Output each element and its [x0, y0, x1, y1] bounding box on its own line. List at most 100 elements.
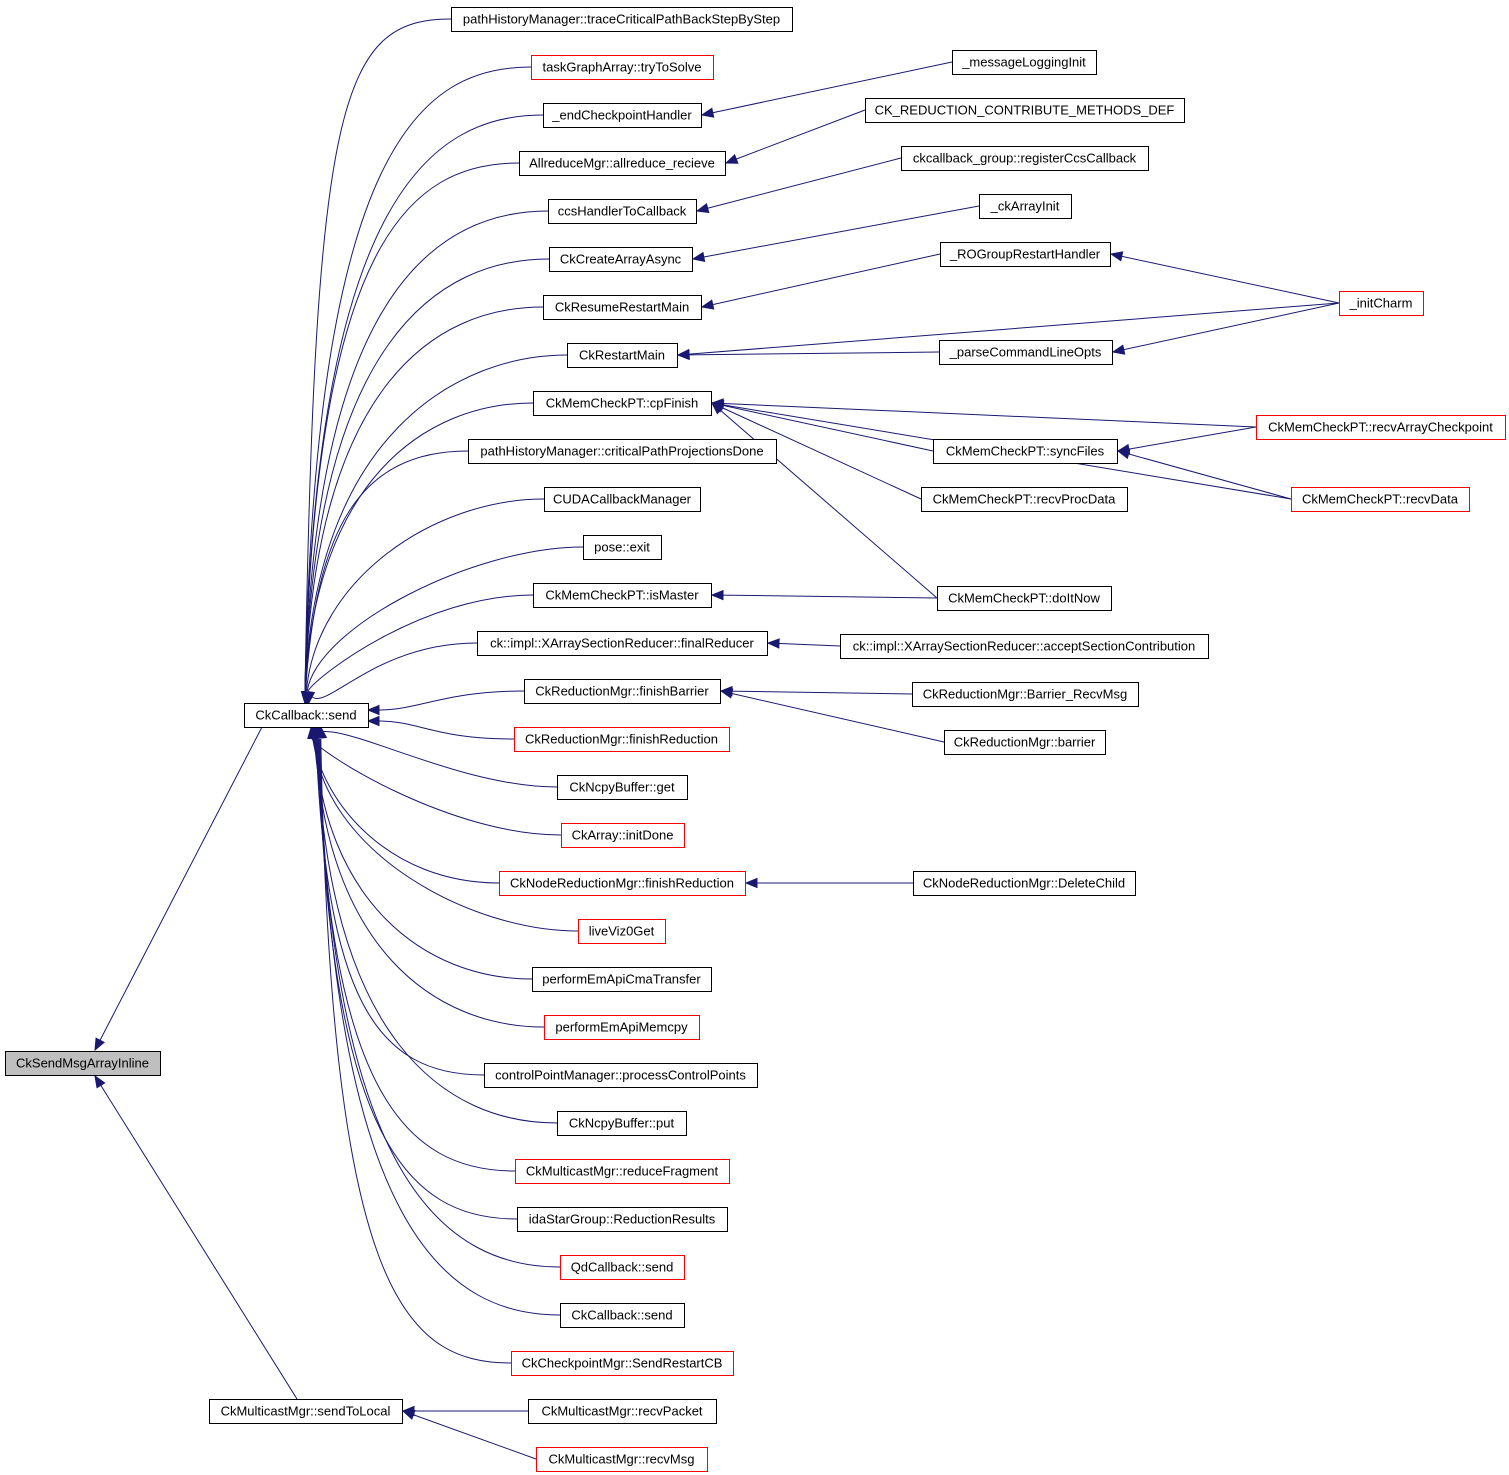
graph-node[interactable]: _parseCommandLineOpts — [939, 340, 1113, 365]
graph-node[interactable]: CkReductionMgr::Barrier_RecvMsg — [912, 682, 1139, 707]
graph-node[interactable]: CkMemCheckPT::isMaster — [533, 583, 712, 608]
graph-node[interactable]: CkReductionMgr::finishBarrier — [524, 679, 721, 704]
graph-node[interactable]: QdCallback::send — [560, 1255, 685, 1280]
node-box — [514, 727, 730, 752]
graph-node[interactable]: CkCallback::send — [560, 1303, 685, 1328]
arrowhead-icon — [401, 1409, 416, 1420]
nodes-layer: CkSendMsgArrayInlineCkCallback::sendCkMu… — [5, 7, 1506, 1472]
node-label: CkNcpyBuffer::put — [569, 1116, 675, 1131]
node-label: idaStarGroup::ReductionResults — [529, 1212, 716, 1227]
graph-node[interactable]: CkReductionMgr::finishReduction — [514, 727, 730, 752]
graph-node[interactable]: CkMulticastMgr::reduceFragment — [515, 1159, 730, 1184]
graph-node[interactable]: CkMemCheckPT::cpFinish — [533, 391, 712, 416]
graph-node[interactable]: CkCreateArrayAsync — [549, 247, 693, 272]
graph-node[interactable]: ck::impl::XArraySectionReducer::acceptSe… — [840, 634, 1209, 659]
graph-node[interactable]: controlPointManager::processControlPoint… — [484, 1063, 758, 1088]
node-box — [209, 1399, 403, 1424]
node-label: CkSendMsgArrayInline — [16, 1056, 149, 1071]
arrowhead-icon — [700, 107, 715, 118]
node-box — [451, 7, 793, 32]
graph-node[interactable]: pathHistoryManager::traceCriticalPathBac… — [451, 7, 793, 32]
graph-node[interactable]: CkRestartMain — [567, 343, 678, 368]
graph-node[interactable]: CkMemCheckPT::recvData — [1291, 487, 1470, 512]
edges-layer — [94, 18, 1340, 1460]
graph-node[interactable]: CkReductionMgr::barrier — [944, 730, 1106, 755]
node-box — [1291, 487, 1470, 512]
graph-node[interactable]: CkNcpyBuffer::put — [557, 1111, 687, 1136]
edge-finishReduction-to-cbsend — [377, 720, 515, 740]
arrowhead-icon — [691, 251, 706, 263]
arrowhead-icon — [724, 154, 739, 164]
graph-node[interactable]: _initCharm — [1339, 291, 1424, 316]
node-label: ck::impl::XArraySectionReducer::finalRed… — [490, 636, 754, 651]
node-box — [528, 1399, 717, 1424]
graph-node[interactable]: _endCheckpointHandler — [543, 103, 702, 128]
graph-node[interactable]: CkCallback::send — [244, 703, 369, 728]
graph-node[interactable]: _messageLoggingInit — [952, 50, 1097, 75]
graph-node[interactable]: ckcallback_group::registerCcsCallback — [901, 146, 1149, 171]
graph-node[interactable]: CkCheckpointMgr::SendRestartCB — [511, 1351, 734, 1376]
graph-node[interactable]: CkArray::initDone — [561, 823, 685, 848]
graph-node[interactable]: CkNcpyBuffer::get — [557, 775, 688, 800]
arrowhead-icon — [695, 203, 710, 214]
edge-nodeFinishRed-to-cbsend — [312, 738, 500, 884]
node-label: CkNodeReductionMgr::DeleteChild — [923, 876, 1125, 891]
node-box — [244, 703, 369, 728]
arrowhead-icon — [94, 1074, 106, 1089]
edge-doItNow-to-cpFinish — [711, 402, 938, 599]
edge-tga_try-to-cbsend — [304, 66, 532, 692]
graph-node[interactable]: taskGraphArray::tryToSolve — [531, 55, 714, 80]
edge-restartMain-to-cbsend — [304, 354, 568, 692]
node-label: CkNcpyBuffer::get — [569, 780, 675, 795]
graph-node[interactable]: _ROGroupRestartHandler — [940, 242, 1111, 267]
graph-node[interactable]: CkNodeReductionMgr::DeleteChild — [913, 871, 1136, 896]
node-label: CkReductionMgr::finishBarrier — [535, 684, 709, 699]
edge-regCcs-to-ccsHandler — [696, 157, 902, 212]
edge-finalReducer-to-cbsend — [308, 642, 478, 699]
graph-node[interactable]: CkResumeRestartMain — [543, 295, 702, 320]
node-label: ccsHandlerToCallback — [558, 204, 687, 219]
edge-recvArrCkpt-to-cpFinish — [711, 402, 1257, 428]
graph-node[interactable]: CkMemCheckPT::recvArrayCheckpoint — [1256, 415, 1506, 440]
graph-node[interactable]: pose::exit — [583, 535, 662, 560]
graph-node[interactable]: CK_REDUCTION_CONTRIBUTE_METHODS_DEF — [865, 98, 1185, 123]
node-box — [544, 1015, 700, 1040]
graph-node[interactable]: CUDACallbackManager — [544, 487, 701, 512]
graph-node[interactable]: _ckArrayInit — [979, 194, 1072, 219]
node-label: performEmApiCmaTransfer — [542, 972, 701, 987]
graph-node[interactable]: performEmApiMemcpy — [544, 1015, 700, 1040]
node-box — [1339, 291, 1424, 316]
graph-node[interactable]: CkMemCheckPT::recvProcData — [921, 487, 1128, 512]
graph-node[interactable]: ccsHandlerToCallback — [548, 199, 697, 224]
node-box — [583, 535, 662, 560]
graph-node[interactable]: CkMulticastMgr::recvMsg — [536, 1447, 708, 1472]
edge-cmaTransfer-to-cbsend — [313, 738, 533, 980]
graph-node[interactable]: pathHistoryManager::criticalPathProjecti… — [468, 439, 777, 464]
edge-msgLogInit-to-endCkpt — [701, 61, 953, 116]
graph-node[interactable]: ck::impl::XArraySectionReducer::finalRed… — [477, 631, 768, 656]
node-label: pathHistoryManager::traceCriticalPathBac… — [463, 12, 780, 27]
edge-acceptSection-to-finalReducer — [767, 642, 841, 647]
graph-node[interactable]: CkMemCheckPT::doItNow — [937, 586, 1112, 611]
node-box — [940, 242, 1111, 267]
node-box — [933, 439, 1118, 464]
node-box — [511, 1351, 734, 1376]
graph-node[interactable]: performEmApiCmaTransfer — [532, 967, 712, 992]
node-box — [1256, 415, 1506, 440]
graph-node[interactable]: CkMulticastMgr::sendToLocal — [209, 1399, 403, 1424]
graph-node[interactable]: idaStarGroup::ReductionResults — [517, 1207, 728, 1232]
node-label: CkMemCheckPT::recvArrayCheckpoint — [1268, 420, 1493, 435]
graph-node[interactable]: liveViz0Get — [578, 919, 666, 944]
graph-node[interactable]: AllreduceMgr::allreduce_recieve — [519, 151, 726, 176]
edge-initCharm-to-restartMain — [677, 302, 1340, 356]
graph-node[interactable]: CkMemCheckPT::syncFiles — [933, 439, 1118, 464]
node-label: CkMulticastMgr::reduceFragment — [526, 1164, 719, 1179]
arrowhead-icon — [676, 349, 690, 361]
graph-node[interactable]: CkNodeReductionMgr::finishReduction — [499, 871, 746, 896]
arrowhead-icon — [316, 725, 328, 739]
edge-qdSend-to-cbsend — [318, 738, 561, 1268]
edge-liveViz-to-cbsend — [313, 738, 579, 932]
graph-node[interactable]: CkMulticastMgr::recvPacket — [528, 1399, 717, 1424]
node-box — [912, 682, 1139, 707]
